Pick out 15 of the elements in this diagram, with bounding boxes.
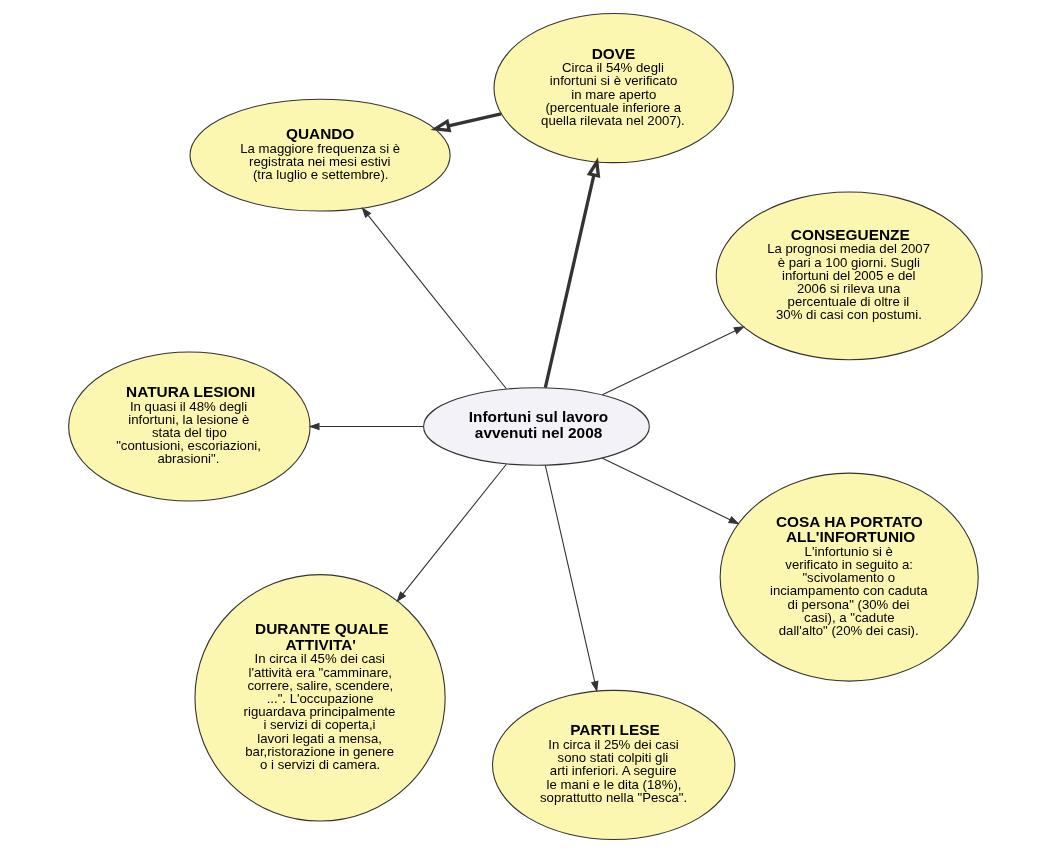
arrow — [308, 422, 424, 430]
arrow — [544, 464, 599, 692]
node-ellipse: DOVE Circa il 54% degli infortuni si è verificato in mare aperto (percentuale inferiore a quella rilevata nel 2007). — [493, 12, 734, 163]
arrow — [601, 325, 745, 395]
node-ellipse: NATURA LESIONI In quasi il 48% degli infortuni, la lesione è stata del tipo "contusioni, escoriazioni, abrasioni". — [68, 350, 311, 502]
arrow — [361, 206, 507, 389]
arrow — [601, 457, 740, 524]
node-ellipse: COSA HA PORTATO ALL'INFORTUNIO L'infortunio si è verificato in seguito a: "scivolamento o inciampamento con caduta di persona" (30% dei casi), a "cadute dall'alto" (20% dei casi). — [719, 472, 979, 682]
node-ellipse: PARTI LESE In circa il 25% dei casi sono stati colpiti gli arti inferiori. A seguire le mani e le dita (18%), soprattutto nella "Pesca". — [491, 689, 736, 840]
arrow — [396, 463, 507, 602]
arrow — [430, 111, 502, 132]
node-ellipse: CONSEGUENZE La prognosi media del 2007 è pari a 100 giorni. Sugli infortuni del 2005 e del 2006 si rileva una percentuale di oltre il 30% di casi con postumi. — [715, 190, 983, 360]
arrow — [543, 156, 601, 388]
node-circle: DURANTE QUALE ATTIVITA' In circa il 45% dei casi l'attività era "camminare, correre, salire, scendere, ...". L'occupazione riguardava principalmente i servizi di coperta,i lavori legati a mensa, bar,ristorazione in genere o i servizi di camera. — [194, 573, 446, 822]
node-ellipse: Infortuni sul lavoro avvenuti nel 2008 — [423, 386, 650, 466]
